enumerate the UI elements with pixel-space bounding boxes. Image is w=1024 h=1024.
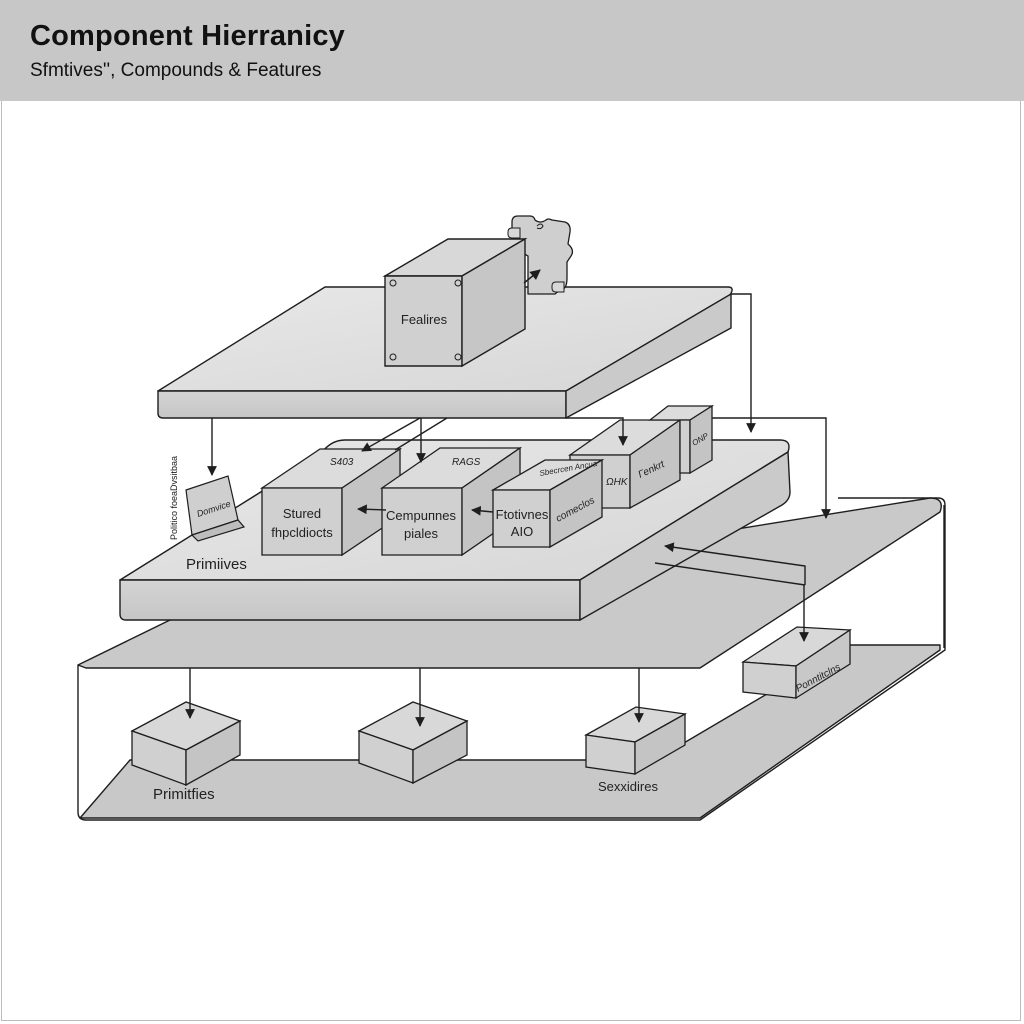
puzzle-piece-icon: [507, 215, 574, 295]
svg-text:Cempuпnes: Cempuпnes: [386, 508, 456, 523]
compound-box-5: ONP: [648, 404, 715, 475]
svg-text:ΩHK: ΩHK: [606, 477, 629, 488]
svg-text:Ftotivnes: Ftotivnes: [496, 507, 549, 522]
connector-arrows: [185, 293, 831, 727]
primitive-box-2: [357, 701, 469, 785]
svg-text:S403: S403: [330, 457, 354, 468]
svg-text:AIO: AIO: [511, 524, 533, 539]
svg-text:рiales: рiales: [404, 526, 438, 541]
features-box-label: Fealires: [401, 312, 448, 327]
svg-text:RAGS: RAGS: [452, 457, 481, 468]
secondary-primitives-label: Sexxidires: [598, 779, 658, 794]
primitive-box-3: [584, 706, 687, 776]
compound-box-3: Sbecrcen Ancua Ftotivnes AIO coтeclos: [490, 459, 605, 549]
svg-text:Stured: Stured: [283, 506, 321, 521]
svg-text:fhpcldiocts: fhpcldiocts: [271, 525, 333, 540]
page-title: Component Hierranicy: [30, 20, 345, 52]
primitive-box-1: [130, 701, 242, 787]
header-bar: Component Hierranicy Sfmtives'', Compoun…: [0, 0, 1024, 101]
features-box: Fealires: [382, 237, 528, 368]
features-layer: Fealires: [157, 215, 733, 419]
compound-box-1: S403 Stured fhpcldiocts: [259, 447, 403, 557]
features-to-puzzle-arrow: [523, 269, 541, 284]
primitives-label: Primitfies: [153, 786, 215, 803]
small-card: Domvice: [185, 475, 246, 542]
side-vertical-label: Politico foeaDvsitbaa: [169, 456, 179, 540]
page-subtitle: Sfmtives'', Compounds & Features: [30, 60, 322, 81]
compounds-layer-label: Primiives: [186, 556, 247, 573]
